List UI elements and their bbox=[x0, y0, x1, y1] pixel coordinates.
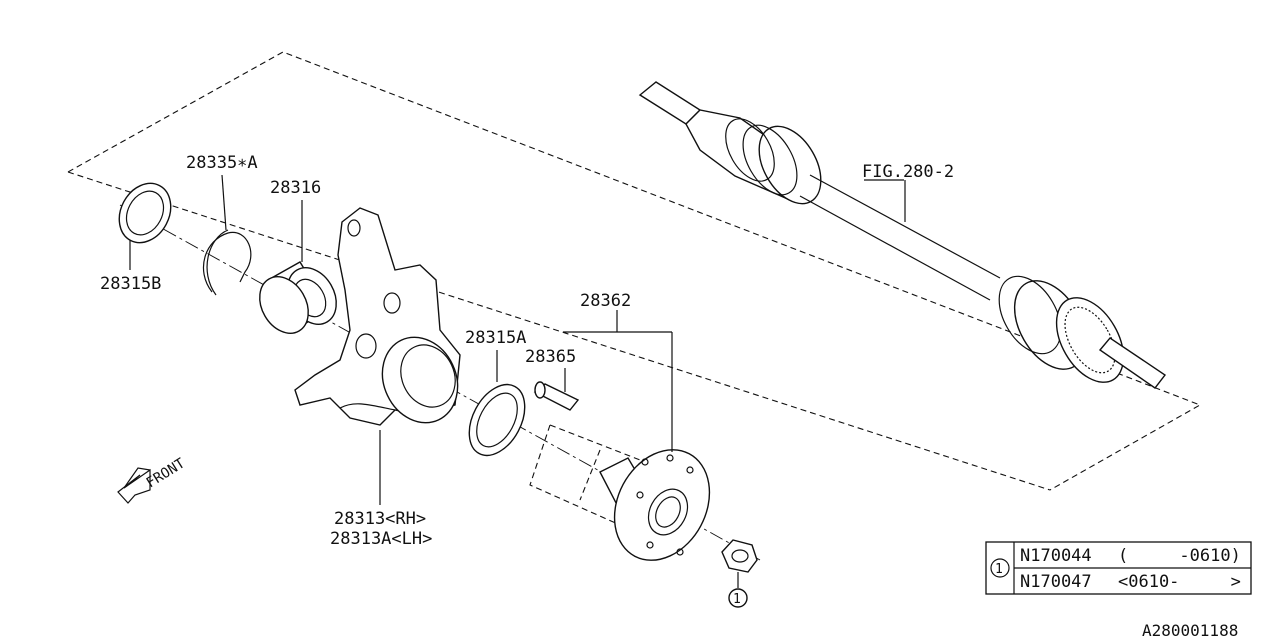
hub-28362 bbox=[529, 310, 711, 561]
label-28313-rh: 28313<RH> bbox=[334, 509, 426, 529]
snap-ring-28335a bbox=[203, 174, 252, 296]
bearing-28316 bbox=[259, 200, 337, 334]
label-callout-1: 1 bbox=[733, 592, 741, 607]
assembly-outline bbox=[67, 51, 1202, 491]
hub-bolt-28365 bbox=[533, 368, 580, 411]
legend-table: 1 N170044 ( -0610) N170047 <0610- > bbox=[985, 541, 1252, 595]
diagram-code: A280001188 bbox=[1142, 621, 1238, 640]
assembly-outline-bottom bbox=[67, 171, 1051, 491]
legend-index: 1 bbox=[995, 562, 1003, 577]
knuckle-28313 bbox=[294, 207, 461, 505]
label-28315a: 28315A bbox=[465, 328, 526, 348]
label-28315b: 28315B bbox=[100, 274, 161, 294]
label-28365: 28365 bbox=[525, 347, 576, 367]
seal-28315b bbox=[118, 182, 172, 270]
front-arrow bbox=[117, 467, 151, 504]
label-front: FRONT bbox=[144, 455, 189, 491]
drive-shaft bbox=[638, 81, 1167, 389]
legend-row-1-part: N170044 bbox=[1020, 546, 1092, 566]
seal-28315a bbox=[468, 350, 526, 457]
label-28313a-lh: 28313A<LH> bbox=[330, 529, 432, 549]
flange-nut bbox=[721, 539, 758, 608]
legend-index-circle bbox=[990, 558, 1010, 578]
legend-row-1-range: ( -0610) bbox=[1118, 546, 1241, 566]
label-28362: 28362 bbox=[580, 291, 631, 311]
legend-row-2-part: N170047 bbox=[1020, 572, 1092, 592]
label-28335a: 28335∗A bbox=[186, 153, 258, 173]
legend-row-2-range: <0610- > bbox=[1118, 572, 1241, 592]
label-fig-280-2: FIG.280-2 bbox=[862, 162, 954, 182]
label-28316: 28316 bbox=[270, 178, 321, 198]
